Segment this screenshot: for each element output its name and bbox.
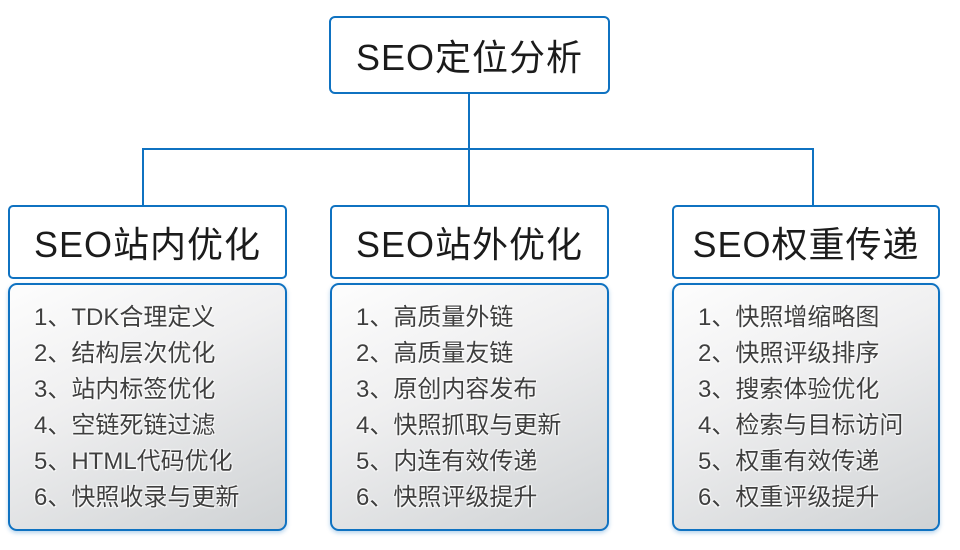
- connector-branch-rail: [142, 148, 814, 150]
- list-item: 6、权重评级提升: [698, 484, 880, 511]
- list-item: 1、高质量外链: [356, 304, 514, 331]
- list-item: 5、内连有效传递: [356, 448, 538, 475]
- list-item: 2、高质量友链: [356, 340, 514, 367]
- list-item: 6、快照评级提升: [356, 484, 538, 511]
- offsite-items-panel: 1、高质量外链 2、高质量友链 3、原创内容发布 4、快照抓取与更新 5、内连有…: [330, 283, 609, 531]
- list-item: 2、快照评级排序: [698, 340, 880, 367]
- list-item: 5、权重有效传递: [698, 448, 880, 475]
- list-item: 4、空链死链过滤: [34, 412, 216, 439]
- list-item: 2、结构层次优化: [34, 340, 216, 367]
- list-item: 4、快照抓取与更新: [356, 412, 562, 439]
- root-node-seo-positioning: SEO定位分析: [329, 16, 610, 94]
- list-item: 3、站内标签优化: [34, 376, 216, 403]
- branch-node-weight-transfer: SEO权重传递: [672, 205, 940, 279]
- connector-drop-right: [812, 150, 814, 205]
- onsite-items-panel: 1、TDK合理定义 2、结构层次优化 3、站内标签优化 4、空链死链过滤 5、H…: [8, 283, 287, 531]
- list-item: 6、快照收录与更新: [34, 484, 240, 511]
- list-item: 3、搜索体验优化: [698, 376, 880, 403]
- list-item: 3、原创内容发布: [356, 376, 538, 403]
- connector-drop-left: [142, 150, 144, 205]
- connector-drop-middle: [468, 150, 470, 205]
- branch-node-onsite-optimization: SEO站内优化: [8, 205, 287, 279]
- list-item: 5、HTML代码优化: [34, 448, 233, 475]
- branch-node-offsite-optimization: SEO站外优化: [330, 205, 609, 279]
- weight-transfer-items-panel: 1、快照增缩略图 2、快照评级排序 3、搜索体验优化 4、检索与目标访问 5、权…: [672, 283, 940, 531]
- list-item: 1、快照增缩略图: [698, 304, 880, 331]
- list-item: 4、检索与目标访问: [698, 412, 904, 439]
- connector-root-stem: [468, 94, 470, 150]
- list-item: 1、TDK合理定义: [34, 304, 216, 331]
